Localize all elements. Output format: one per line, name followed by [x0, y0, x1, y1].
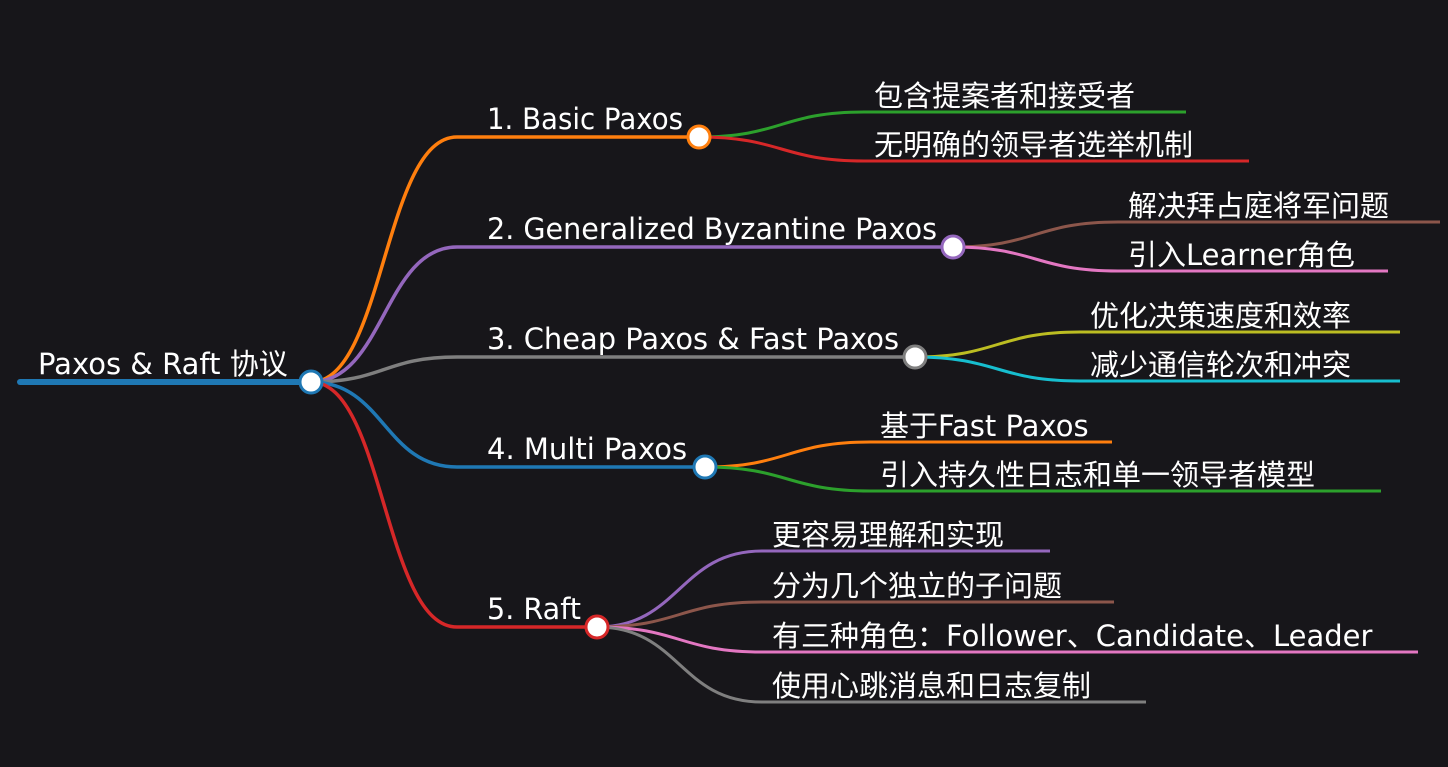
leaf-connector [596, 625, 763, 704]
leaf-label: 包含提案者和接受者 [874, 79, 1135, 113]
branch-label: 1. Basic Paxos [487, 102, 683, 136]
branch-node-circle[interactable] [692, 454, 718, 480]
leaf-label: 引入Learner角色 [1128, 238, 1355, 272]
branch-connector [310, 135, 458, 384]
branch-connector [310, 245, 458, 384]
leaf-connector [952, 245, 1119, 273]
leaf-label: 基于Fast Paxos [880, 409, 1089, 443]
branch-label: 5. Raft [487, 592, 581, 626]
branch-node-circle[interactable] [584, 614, 610, 640]
leaf-connector [698, 110, 865, 139]
leaf-connector [952, 220, 1119, 249]
leaf-connector [596, 625, 763, 654]
leaf-connector [704, 440, 871, 469]
branch-node-circle[interactable] [940, 234, 966, 260]
root-node-circle[interactable] [298, 369, 324, 395]
branch-label: 3. Cheap Paxos & Fast Paxos [487, 322, 899, 356]
leaf-connector [596, 549, 763, 629]
leaf-label: 引入持久性日志和单一领导者模型 [880, 458, 1315, 492]
root-topic-label: Paxos & Raft 协议 [38, 347, 288, 381]
branch-connector [310, 380, 458, 629]
branch-node-circle[interactable] [902, 344, 928, 370]
leaf-connector [914, 355, 1081, 383]
branch-label: 4. Multi Paxos [487, 432, 687, 466]
leaf-label: 分为几个独立的子问题 [772, 569, 1062, 603]
leaf-label: 减少通信轮次和冲突 [1090, 348, 1351, 382]
leaf-label: 有三种角色：Follower、Candidate、Leader [772, 619, 1372, 653]
leaf-label: 更容易理解和实现 [772, 518, 1004, 552]
leaf-connector [704, 465, 871, 493]
leaf-label: 无明确的领导者选举机制 [874, 128, 1193, 162]
leaf-connector [698, 135, 865, 163]
leaf-label: 使用心跳消息和日志复制 [772, 669, 1091, 703]
branch-node-circle[interactable] [686, 124, 712, 150]
leaf-connector [914, 330, 1081, 359]
branch-connector [310, 355, 458, 384]
leaf-label: 优化决策速度和效率 [1090, 299, 1351, 333]
connector-layer [17, 110, 1440, 704]
branch-connector [310, 380, 458, 469]
branch-label: 2. Generalized Byzantine Paxos [487, 212, 937, 246]
node-layer: Paxos & Raft 协议 1. Basic Paxos 包含提案者和接受者无明… [38, 79, 1389, 703]
leaf-label: 解决拜占庭将军问题 [1128, 189, 1389, 223]
leaf-connector [596, 600, 763, 629]
